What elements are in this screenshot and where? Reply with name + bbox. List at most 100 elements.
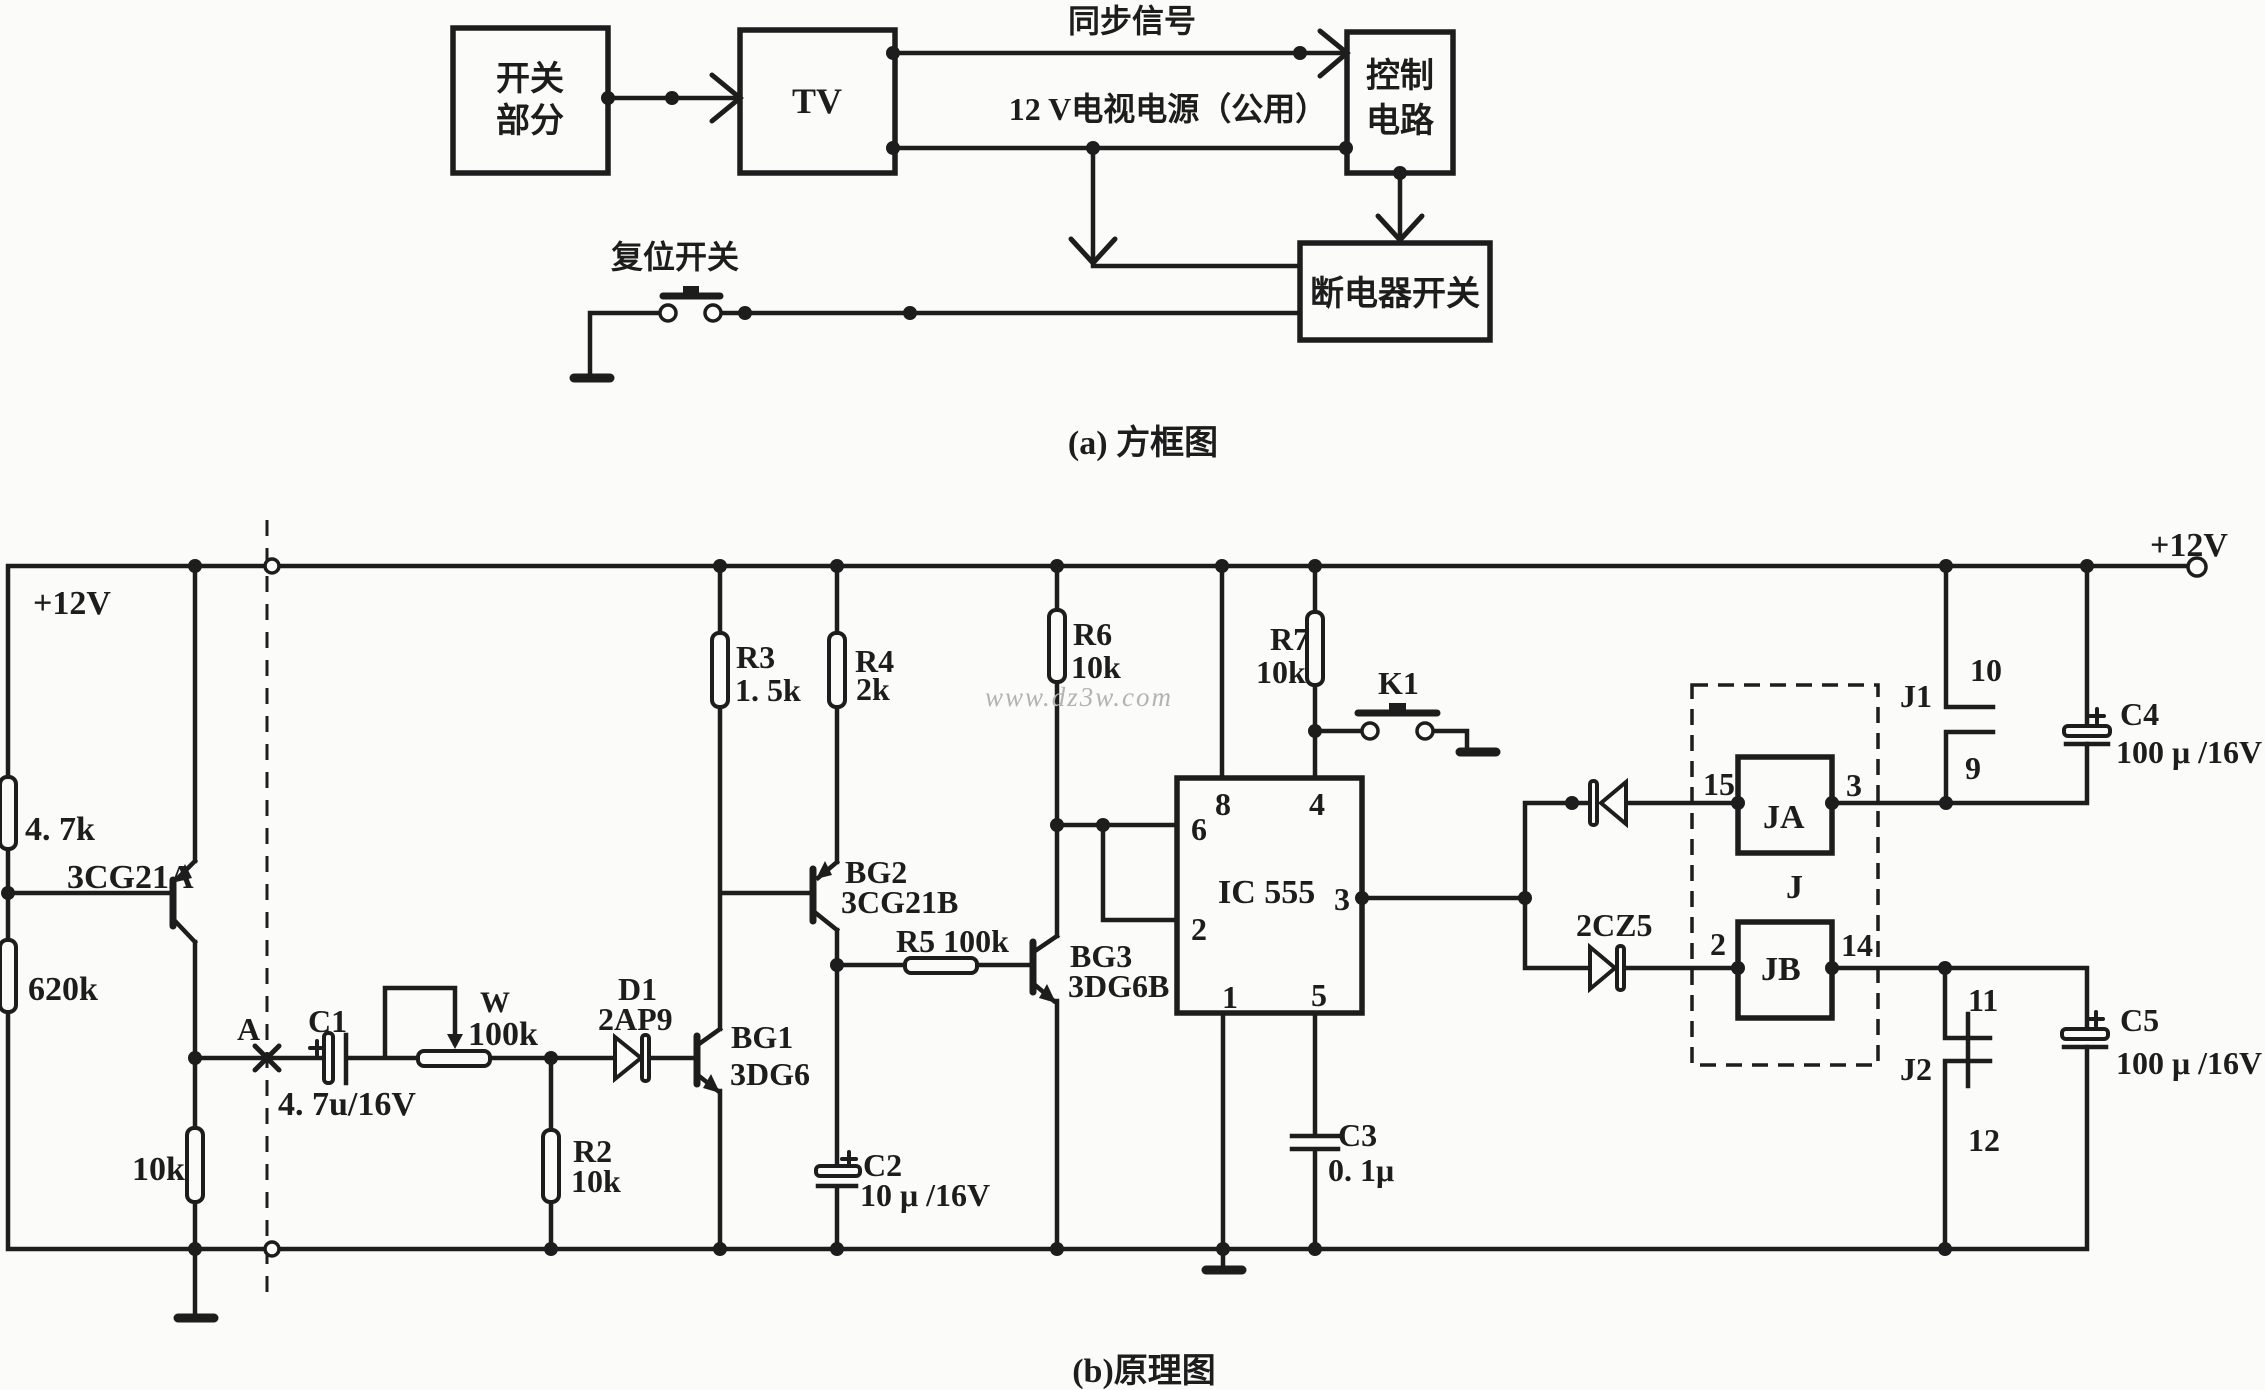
j-label: J	[1786, 869, 1803, 906]
breaker-switch-box	[1297, 240, 1493, 343]
ic-pin3: 3	[1334, 881, 1350, 917]
rail-terminal-circle	[263, 1240, 281, 1258]
ic-pin6: 6	[1191, 811, 1207, 847]
ic-pin1: 1	[1222, 979, 1238, 1015]
button-cap	[683, 286, 699, 296]
resistor-body-r4	[827, 631, 847, 709]
c2-value: 10 μ /16V	[860, 1177, 990, 1213]
junction-dot	[1308, 724, 1322, 738]
c1-value: 4. 7u/16V	[278, 1086, 416, 1123]
diode-upper-cathode	[1588, 779, 1599, 827]
bg2-label: BG2	[845, 854, 907, 890]
jb-pin2: 2	[1710, 926, 1726, 962]
resistor-body-620k	[0, 938, 18, 1014]
c5-value: 100 μ /16V	[2116, 1045, 2262, 1081]
r-10k-label: 10k	[132, 1151, 185, 1188]
resistor-body-r7	[1305, 610, 1325, 687]
junction-dot	[1050, 818, 1064, 832]
junction-dot	[1050, 1242, 1064, 1256]
junction-dot	[830, 559, 844, 573]
c2-label: C2	[863, 1147, 902, 1183]
sync-signal-label: 同步信号	[1068, 3, 1196, 39]
transistor-bg3-arrow	[1039, 984, 1056, 1003]
r5-label: R5 100k	[896, 923, 1009, 959]
schematic-junction-dots	[1, 559, 2094, 1256]
polarity-plus-c4	[2088, 707, 2106, 725]
2cz5-label: 2CZ5	[1576, 907, 1652, 943]
j2-label: J2	[1900, 1051, 1932, 1087]
diode-2cz5-cathode	[1615, 944, 1626, 992]
junction-dot	[830, 958, 844, 972]
r-4k7-label: 4. 7k	[25, 811, 95, 848]
junction-dot	[886, 141, 900, 155]
resistor-body-r6	[1047, 608, 1067, 684]
j1-contact-10: 10	[1970, 652, 2002, 688]
cap-c3-plates	[1289, 1133, 1341, 1152]
potentiometer-body-w	[416, 1049, 492, 1068]
junction-dot	[1050, 559, 1064, 573]
bg3-type: 3DG6B	[1068, 968, 1169, 1004]
node-a-cross	[252, 1043, 282, 1073]
junction-dot	[1096, 818, 1110, 832]
relay-j-dashed-box	[1690, 683, 1880, 1067]
vplus-left-label: +12V	[33, 585, 111, 622]
w-value: 100k	[468, 1016, 538, 1053]
junction-dot	[601, 91, 615, 105]
j1-contact-9: 9	[1965, 750, 1981, 786]
junction-dot	[1731, 796, 1745, 810]
reset-switch-label: 复位开关	[611, 239, 739, 275]
j2-contact-12: 12	[1968, 1122, 2000, 1158]
junction-dot	[1393, 166, 1407, 180]
junction-dot	[1565, 796, 1579, 810]
junction-dot	[1938, 1242, 1952, 1256]
diode-d1	[613, 1032, 645, 1084]
reset-pushbutton	[569, 286, 724, 383]
k1-label: K1	[1378, 665, 1419, 701]
bg3-label: BG3	[1070, 938, 1132, 974]
junction-dot	[188, 559, 202, 573]
j1-label: J1	[1900, 678, 1932, 714]
caption-b: (b)原理图	[1072, 1353, 1216, 1390]
junction-dot	[1825, 961, 1839, 975]
r2-value: 10k	[571, 1163, 621, 1199]
ic-pin8: 8	[1215, 786, 1231, 822]
junction-dot	[665, 91, 679, 105]
junction-dot	[188, 1242, 202, 1256]
button-terminal	[1360, 721, 1380, 741]
transistor-bg1-arrow	[703, 1074, 720, 1093]
junction-dot	[738, 306, 752, 320]
diode-2cz5	[1588, 942, 1619, 994]
junction-dot	[1339, 141, 1353, 155]
resistor-body-r5	[903, 956, 979, 975]
switch-section-label-2: 部分	[496, 102, 564, 140]
jb-pin14: 14	[1841, 927, 1873, 963]
c4-value: 100 μ /16V	[2116, 734, 2262, 770]
w-label: W	[480, 986, 510, 1019]
junction-dot	[713, 559, 727, 573]
block-junction-dots	[601, 46, 1407, 320]
c1-label: C1	[308, 1003, 347, 1039]
q1-label: 3CG21A	[67, 859, 194, 896]
cap-c5-plate-pos	[2060, 1027, 2110, 1041]
ja-pin15: 15	[1703, 766, 1735, 802]
schematic: +12V 4. 7k 3CG21A 620k 10k A C1 4. 7u/16…	[0, 520, 2262, 1390]
resistor-body-r2	[541, 1128, 561, 1204]
junction-dot	[1216, 1242, 1230, 1256]
c3-value: 0. 1μ	[1328, 1152, 1394, 1188]
polarity-plus-c2	[840, 1150, 858, 1168]
r2-label: R2	[573, 1133, 612, 1169]
cap-c4-plate-pos	[2062, 724, 2112, 738]
rail-terminal-circle	[263, 557, 281, 575]
junction-dot	[188, 1051, 202, 1065]
junction-dot	[1215, 559, 1229, 573]
resistor-body-4k7	[0, 775, 18, 851]
transistor-bg2-arrow	[816, 861, 832, 879]
transistors	[169, 861, 1056, 1093]
r7-value: 10k	[1256, 654, 1306, 690]
resistors	[0, 608, 1325, 1204]
junction-dot	[1825, 796, 1839, 810]
caption-a: (a) 方框图	[1068, 424, 1218, 462]
button-terminal	[703, 303, 723, 323]
plus12v-terminal	[2186, 556, 2208, 578]
button-cap	[1389, 703, 1406, 713]
